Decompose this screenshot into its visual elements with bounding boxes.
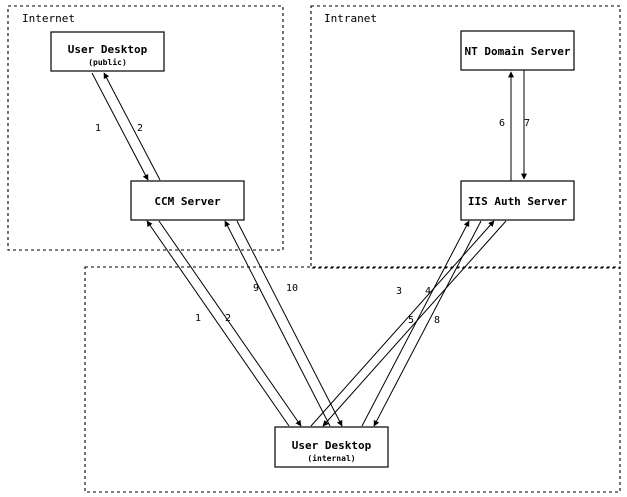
edge-5-internal-to-iis — [310, 220, 495, 427]
node-ccm-server[interactable]: CCM Server — [130, 180, 245, 221]
zone-intranet-label: Intranet — [324, 12, 377, 25]
node-iis-auth-server[interactable]: IIS Auth Server — [460, 180, 575, 221]
node-user-desktop-internal-box[interactable] — [274, 426, 389, 468]
edge-9-internal-to-ccm — [224, 220, 331, 427]
edge-1-public-to-ccm — [91, 72, 149, 181]
edge-label-1: 1 — [95, 123, 101, 134]
edge-label-9: 9 — [253, 283, 259, 294]
edge-label-8: 8 — [434, 315, 440, 326]
node-user-desktop-public[interactable]: User Desktop (public) — [50, 31, 165, 72]
node-iis-auth-server-title: IIS Auth Server — [468, 195, 568, 208]
node-user-desktop-internal-title: User Desktop — [292, 439, 372, 452]
node-nt-domain-server-title: NT Domain Server — [465, 45, 571, 58]
edge-label-3: 3 — [396, 286, 402, 297]
node-user-desktop-public-box[interactable] — [50, 31, 165, 72]
node-iis-auth-server-box[interactable] — [460, 180, 575, 221]
edge-2-ccm-to-public — [103, 72, 161, 181]
edge-8-iis-to-internal — [322, 220, 507, 427]
edge-4-iis-to-internal — [373, 220, 482, 427]
edge-3-internal-to-iis — [361, 220, 470, 427]
zone-intranet: Intranet — [310, 5, 621, 269]
zone-internet-label: Internet — [22, 12, 75, 25]
edge-label-7: 7 — [524, 118, 530, 129]
edge-label-10: 10 — [286, 283, 298, 294]
edge-label-5: 5 — [408, 315, 414, 326]
edge-label-6: 6 — [499, 118, 505, 129]
node-nt-domain-server-box[interactable] — [460, 30, 575, 71]
edge-2-ccm-to-internal — [158, 220, 302, 427]
zone-internal-border — [84, 266, 621, 493]
node-ccm-server-box[interactable] — [130, 180, 245, 221]
zone-internal-network — [84, 266, 621, 493]
node-user-desktop-internal[interactable]: User Desktop (internal) — [274, 426, 389, 468]
edge-label-2: 2 — [137, 123, 143, 134]
zone-intranet-border — [310, 5, 621, 269]
zone-internet: Internet — [7, 5, 284, 251]
node-user-desktop-internal-subtitle: (internal) — [307, 453, 355, 463]
edge-label-1b: 1 — [195, 313, 201, 324]
node-nt-domain-server[interactable]: NT Domain Server — [460, 30, 575, 71]
zone-internet-border — [7, 5, 284, 251]
edge-label-2b: 2 — [225, 313, 231, 324]
node-user-desktop-public-subtitle: (public) — [88, 57, 127, 67]
edge-label-4: 4 — [425, 286, 431, 297]
node-user-desktop-public-title: User Desktop — [68, 43, 148, 56]
node-ccm-server-title: CCM Server — [154, 195, 221, 208]
edge-10-ccm-to-internal — [236, 220, 343, 427]
edge-1-internal-to-ccm — [146, 220, 290, 427]
